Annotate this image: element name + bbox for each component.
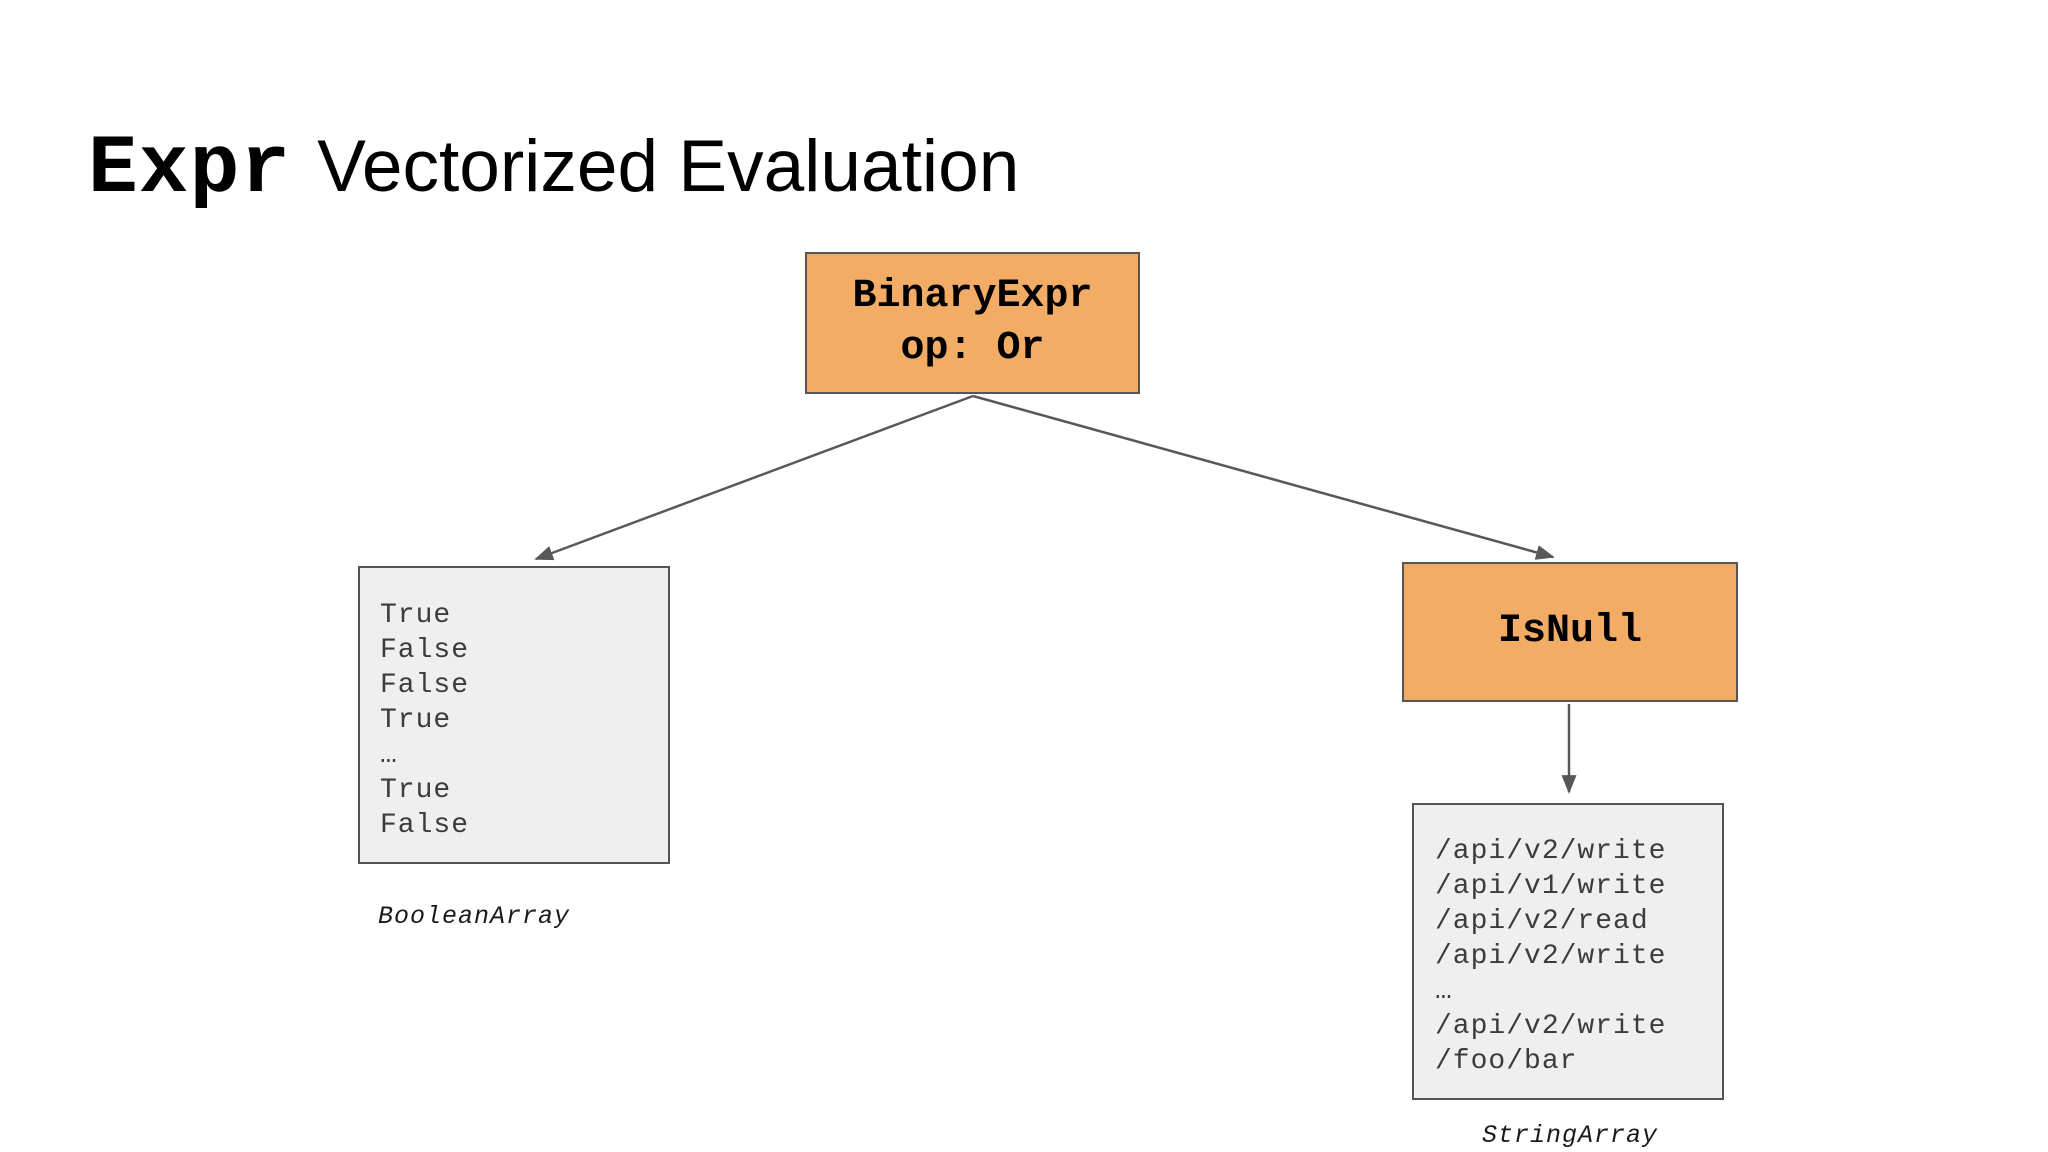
node-binary-expr-op: op: Or [900, 326, 1045, 371]
boolean-array-caption: BooleanArray [378, 902, 571, 931]
node-binary-expr-name: BinaryExpr [852, 274, 1093, 319]
array-value: /api/v2/write [1435, 941, 1667, 972]
array-value: False [380, 635, 470, 666]
string-array-box: /api/v2/write/api/v1/write/api/v2/read/a… [1412, 803, 1724, 1100]
array-value: … [1435, 976, 1453, 1007]
node-binary-expr: BinaryExpr op: Or [805, 252, 1140, 394]
array-value: /api/v2/write [1435, 1011, 1667, 1042]
slide-title: Expr Vectorized Evaluation [88, 128, 1019, 211]
array-value: /api/v1/write [1435, 871, 1667, 902]
array-value: … [380, 740, 398, 771]
node-is-null-name: IsNull [1497, 609, 1643, 654]
title-text: Vectorized Evaluation [317, 126, 1020, 207]
string-array-caption: StringArray [1482, 1121, 1659, 1150]
array-value: /api/v2/write [1435, 836, 1667, 867]
array-value: False [380, 810, 470, 841]
array-value: True [380, 705, 452, 736]
edge-root-to-boolean-array [534, 394, 974, 561]
node-is-null: IsNull [1402, 562, 1738, 702]
array-value: True [380, 775, 452, 806]
edge-root-to-isnull [972, 394, 1555, 560]
array-value: False [380, 670, 470, 701]
array-value: True [380, 600, 452, 631]
array-value: /api/v2/read [1435, 906, 1649, 937]
title-code-word: Expr [88, 122, 292, 216]
array-value: /foo/bar [1435, 1046, 1578, 1077]
